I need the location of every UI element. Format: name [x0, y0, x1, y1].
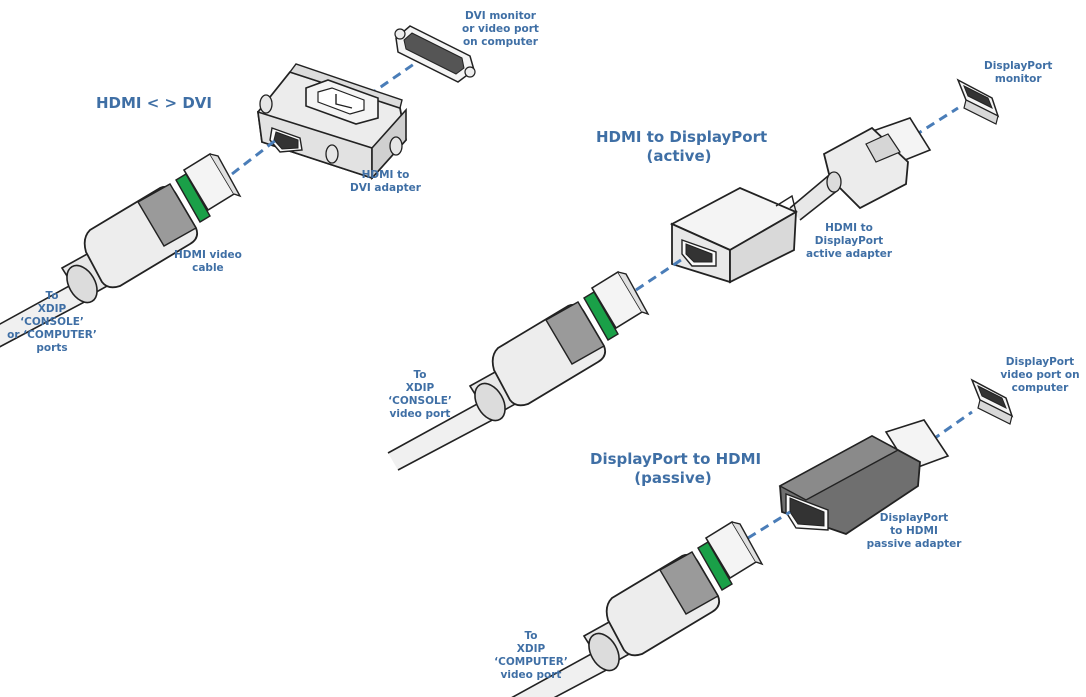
label-line: ‘CONSOLE’ — [388, 395, 452, 407]
connection-dash — [635, 256, 685, 292]
hdmi-to-displayport-title: HDMI to DisplayPort (active) — [596, 128, 768, 166]
connection-dash — [931, 410, 973, 442]
label-line: video port on — [1000, 369, 1080, 381]
label-line: or ‘COMPUTER’ — [7, 329, 97, 341]
label-line: DisplayPort — [814, 235, 884, 247]
title-line: (active) — [646, 147, 712, 165]
label-line: ports — [36, 342, 68, 354]
label-line: DVI monitor — [464, 10, 536, 22]
title-line: (passive) — [634, 469, 712, 487]
displayport-monitor-port-icon — [957, 79, 999, 125]
label-line: DisplayPort — [879, 512, 949, 524]
hdmi-dp-diagram — [387, 79, 999, 471]
title-line: HDMI to DisplayPort — [596, 128, 768, 146]
hdmi-video-cable-label: HDMI video cable — [174, 249, 242, 275]
label-line: DisplayPort — [1005, 356, 1075, 368]
label-line: to HDMI — [890, 525, 938, 537]
connection-dash — [913, 106, 959, 138]
label-line: XDIP — [37, 303, 67, 315]
label-line: To — [413, 369, 427, 381]
displayport-to-hdmi-adapter-label: DisplayPort to HDMI passive adapter — [866, 512, 962, 551]
label-line: ‘COMPUTER’ — [494, 656, 568, 668]
hdmi-dvi-diagram — [0, 25, 476, 353]
displayport-plug-illustration — [789, 117, 932, 221]
hdmi-to-displayport-active-adapter-illustration — [669, 187, 799, 284]
label-line: To — [524, 630, 538, 642]
displayport-computer-port-label: DisplayPort video port on computer — [1000, 356, 1080, 395]
dvi-destination-label: DVI monitor or video port on computer — [462, 10, 539, 49]
label-line: video port — [389, 408, 451, 420]
label-line: ‘CONSOLE’ — [20, 316, 84, 328]
dvi-port-icon — [394, 25, 476, 83]
xdip-console-computer-source-label: To XDIP ‘CONSOLE’ or ‘COMPUTER’ ports — [6, 290, 98, 355]
hdmi-dvi-title: HDMI < > DVI — [96, 94, 212, 112]
dp-hdmi-diagram — [501, 379, 1013, 697]
label-line: XDIP — [516, 643, 546, 655]
connection-dash — [231, 138, 277, 176]
label-line: or video port — [462, 23, 539, 35]
label-line: video port — [500, 669, 562, 681]
connection-dash — [355, 62, 415, 106]
label-line: XDIP — [405, 382, 435, 394]
xdip-console-source-label: To XDIP ‘CONSOLE’ video port — [382, 369, 458, 421]
label-line: HDMI to — [825, 222, 873, 234]
label-line: HDMI video — [174, 249, 242, 261]
hdmi-to-dvi-adapter-illustration — [257, 63, 407, 181]
label-line: on computer — [462, 36, 538, 48]
label-line: monitor — [994, 73, 1042, 85]
displayport-to-hdmi-title: DisplayPort to HDMI (passive) — [590, 450, 762, 488]
title-line: DisplayPort to HDMI — [590, 450, 762, 468]
displayport-to-hdmi-passive-adapter-illustration — [778, 419, 950, 535]
hdmi-to-displayport-adapter-label: HDMI to DisplayPort active adapter — [806, 222, 892, 261]
label-line: DisplayPort — [984, 60, 1053, 72]
connection-dash — [747, 510, 791, 540]
hdmi-to-dvi-adapter-label: HDMI to DVI adapter — [350, 169, 421, 195]
label-line: passive adapter — [866, 538, 962, 550]
label-line: DVI adapter — [350, 182, 421, 194]
label-line: To — [45, 290, 59, 302]
label-line: active adapter — [806, 248, 893, 260]
displayport-monitor-label: DisplayPort monitor — [984, 60, 1052, 86]
xdip-computer-source-label: To XDIP ‘COMPUTER’ video port — [488, 630, 574, 682]
label-line: cable — [192, 262, 224, 274]
label-line: computer — [1011, 382, 1069, 394]
label-line: HDMI to — [361, 169, 410, 181]
